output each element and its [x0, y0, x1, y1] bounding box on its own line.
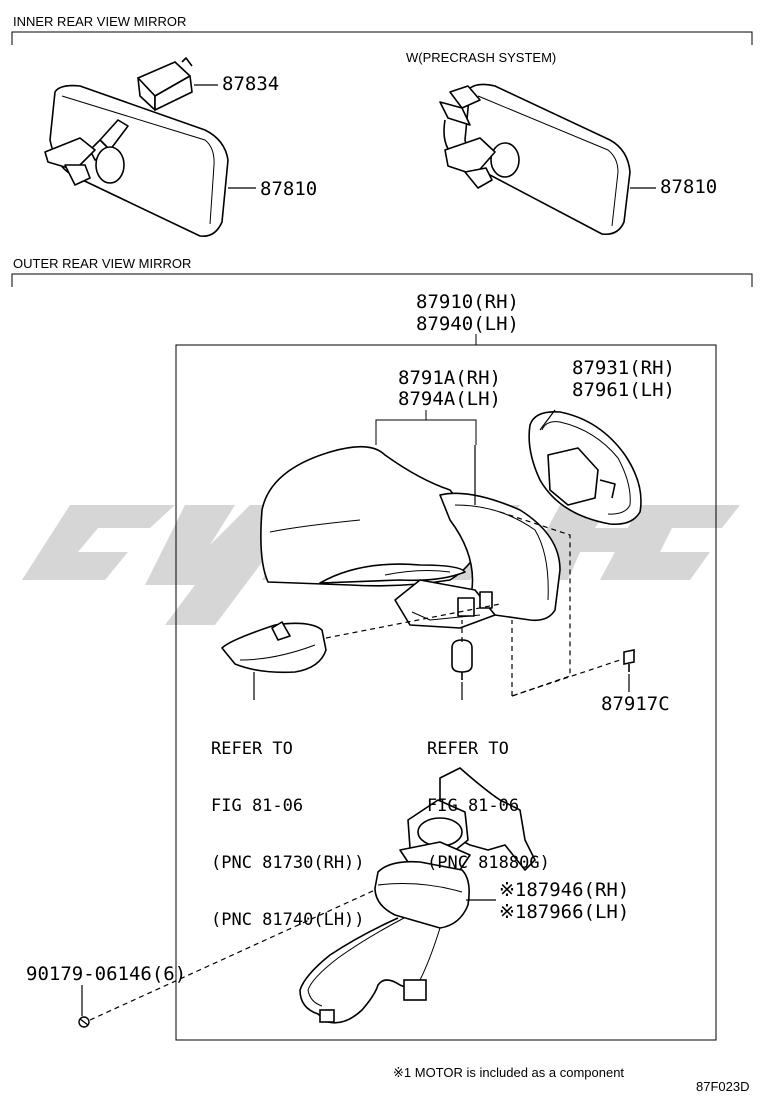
- screw: [623, 649, 635, 672]
- part-number-87810-precrash[interactable]: 87810: [660, 176, 718, 198]
- mirror-glass: [528, 410, 642, 526]
- refer-line[interactable]: (PNC 81730(RH)): [211, 853, 365, 873]
- refer-line[interactable]: (PNC 81740(LH)): [211, 910, 365, 930]
- figure-code: 87F023D: [696, 1079, 750, 1094]
- part-number-87940-lh[interactable]: 87940(LH): [416, 313, 519, 335]
- refer-line: FIG 81-06: [211, 796, 304, 816]
- section-brackets: [11, 31, 753, 287]
- refer-line[interactable]: (PNC 81880G): [427, 853, 550, 873]
- part-number-87946-rh[interactable]: ※187946(RH): [499, 879, 630, 901]
- small-bolt: [78, 1016, 90, 1028]
- refer-note-turn-lamp: REFER TO FIG 81-06 (PNC 81730(RH)) (PNC …: [211, 702, 365, 949]
- section-title-inner: INNER REAR VIEW MIRROR: [13, 14, 187, 29]
- outer-assembly-box: [175, 334, 717, 1041]
- section-title-outer: OUTER REAR VIEW MIRROR: [13, 256, 192, 271]
- part-number-87834[interactable]: 87834: [222, 73, 280, 95]
- dashed-relation-lines: [89, 511, 621, 1021]
- side-turn-lamp: [221, 621, 327, 674]
- inner-mirror-left: [44, 84, 229, 238]
- part-number-90179-06146[interactable]: 90179-06146(6): [26, 963, 187, 985]
- mirror-cover-clip: [137, 57, 193, 111]
- precrash-condition-label: W(PRECRASH SYSTEM): [406, 50, 557, 65]
- part-number-87961-lh[interactable]: 87961(LH): [572, 379, 675, 401]
- inner-mirror-right: [439, 83, 631, 236]
- leader-lines-outer: [81, 409, 630, 1016]
- refer-line: REFER TO: [427, 739, 509, 759]
- leader-lines-inner: [194, 84, 656, 189]
- bulb: [451, 639, 473, 680]
- part-number-87917C[interactable]: 87917C: [601, 693, 670, 715]
- retractor-motor: [374, 767, 536, 981]
- wire-harness: [299, 917, 427, 1024]
- mirror-housing-cover: [260, 445, 486, 587]
- part-number-87810-inner[interactable]: 87810: [260, 178, 318, 200]
- part-number-8794A-lh[interactable]: 8794A(LH): [398, 388, 501, 410]
- motor-footnote: ※1 MOTOR is included as a component: [393, 1065, 625, 1080]
- part-number-87931-rh[interactable]: 87931(RH): [572, 357, 675, 379]
- part-number-87910-rh[interactable]: 87910(RH): [416, 291, 519, 313]
- refer-line: FIG 81-06: [427, 796, 520, 816]
- part-number-8791A-rh[interactable]: 8791A(RH): [398, 367, 501, 389]
- refer-line: REFER TO: [211, 739, 293, 759]
- part-number-87966-lh[interactable]: ※187966(LH): [499, 901, 630, 923]
- refer-note-bulb: REFER TO FIG 81-06 (PNC 81880G): [427, 702, 550, 892]
